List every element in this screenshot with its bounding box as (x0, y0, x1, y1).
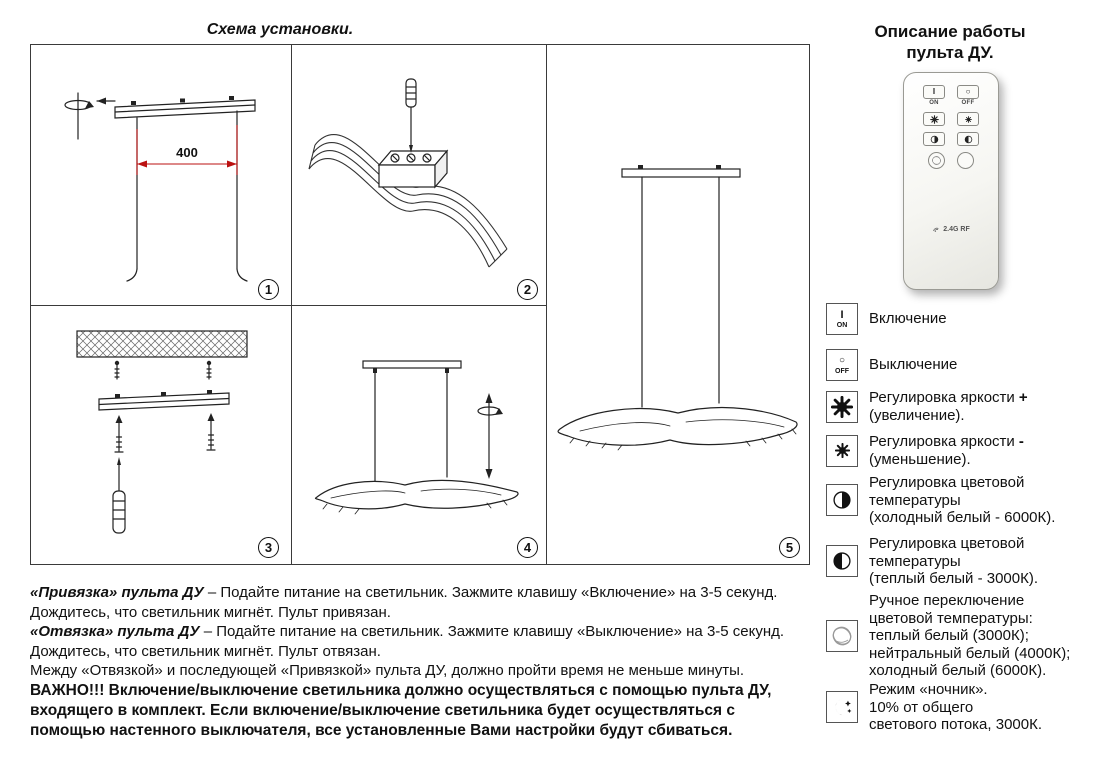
panel3-ceiling-fixing-drawing (76, 330, 248, 534)
off-label: OFF (835, 367, 849, 375)
panel4-height-adjustment-drawing (314, 360, 519, 515)
panel-number-3: 3 (258, 537, 279, 558)
remote-description-title: Описание работы пульта ДУ. (874, 22, 1026, 62)
panel-number-2: 2 (517, 279, 538, 300)
legend-on-text: Включение (869, 310, 947, 328)
sun-icon (964, 115, 972, 123)
grid-divider-vertical-2 (546, 45, 547, 564)
half-circle-icon (833, 552, 851, 570)
panel-number-4: 4 (517, 537, 538, 558)
important-note: ВАЖНО!!! Включение/выключение светильник… (30, 681, 772, 739)
cct-warm-icon (826, 545, 858, 578)
cct-manual-icon (826, 619, 858, 652)
legend-row-brightness-down: Регулировка яркости- (уменьшение). (826, 433, 1024, 468)
half-circle-icon (833, 491, 851, 509)
legend-row-on: I ON Включение (826, 303, 947, 335)
legend-off-text: Выключение (869, 356, 958, 374)
pairing-note: Между «Отвязкой» и последующей «Привязко… (30, 662, 745, 679)
panel2-wiring-drawing (308, 78, 508, 268)
legend-row-cct-manual: Ручное переключение цветовой температуры… (826, 592, 1070, 680)
panel1-mounting-rail-drawing: 400 (64, 92, 256, 282)
on-label: ON (836, 321, 848, 329)
half-circle-icon (964, 135, 972, 143)
pairing-paragraph: «Привязка» пульта ДУ – Подайте питание н… (30, 584, 778, 621)
legend-brightness-down-text: Регулировка яркости- (уменьшение). (869, 433, 1024, 468)
remote-cct-warm-button (957, 132, 979, 146)
night-mode-icon (826, 691, 858, 724)
moon-icon (963, 156, 968, 165)
legend-cct-cold-text: Регулировка цветовой температуры (холодн… (869, 474, 1056, 526)
on-glyph: I (840, 308, 844, 321)
brightness-plus-icon (826, 390, 858, 423)
sketch-circle-icon (932, 156, 941, 165)
half-circle-icon (930, 135, 938, 143)
remote-rf-label: 2.4G RF (904, 225, 998, 233)
sun-icon (929, 114, 939, 124)
legend-row-brightness-up: Регулировка яркости+ (увеличение). (826, 389, 1028, 424)
sun-icon (831, 395, 853, 418)
installation-title: Схема установки. (206, 21, 354, 38)
remote-control-image: I ON ○ OFF (903, 72, 999, 290)
remote-cct-manual-button (928, 152, 945, 169)
cct-cold-icon (826, 484, 858, 517)
remote-on-button: I (923, 85, 945, 99)
grid-divider-horizontal (31, 305, 546, 306)
remote-night-mode-button (957, 152, 974, 169)
sun-icon (834, 443, 850, 458)
legend-row-off: ○ OFF Выключение (826, 349, 957, 381)
remote-brightness-down-button (957, 112, 979, 126)
legend-night-mode-text: Режим «ночник». 10% от общего светового … (869, 681, 1043, 733)
unpairing-paragraph: «Отвязка» пульта ДУ – Подайте питание на… (30, 623, 785, 660)
legend-row-cct-cold: Регулировка цветовой температуры (холодн… (826, 474, 1055, 527)
pairing-instructions: «Привязка» пульта ДУ – Подайте питание н… (30, 583, 808, 741)
legend-cct-manual-text: Ручное переключение цветовой температуры… (869, 592, 1071, 679)
legend-row-cct-warm: Регулировка цветовой температуры (теплый… (826, 535, 1038, 588)
panel5-assembled-fixture-drawing (557, 165, 798, 451)
rf-waves-icon (933, 227, 939, 232)
legend-brightness-up-text: Регулировка яркости+ (увеличение). (869, 389, 1028, 424)
remote-off-button: ○ (957, 85, 979, 99)
panel-number-1: 1 (258, 279, 279, 300)
panel-number-5: 5 (779, 537, 800, 558)
remote-on-label: ON (929, 100, 939, 106)
off-button-icon: ○ OFF (826, 349, 858, 381)
legend-cct-warm-text: Регулировка цветовой температуры (теплый… (869, 535, 1039, 587)
legend-row-night-mode: Режим «ночник». 10% от общего светового … (826, 681, 1042, 734)
brightness-minus-icon (826, 434, 858, 467)
remote-brightness-up-button (923, 112, 945, 126)
grid-divider-vertical-1 (291, 45, 292, 564)
sketch-circle-icon (832, 626, 852, 646)
remote-off-label: OFF (961, 100, 975, 106)
off-glyph: ○ (838, 354, 846, 366)
installation-diagram-grid: 400 (30, 44, 810, 565)
remote-cct-cold-button (923, 132, 945, 146)
dimension-400-label: 400 (176, 145, 198, 160)
moon-stars-icon (835, 699, 852, 716)
on-button-icon: I ON (826, 303, 858, 335)
